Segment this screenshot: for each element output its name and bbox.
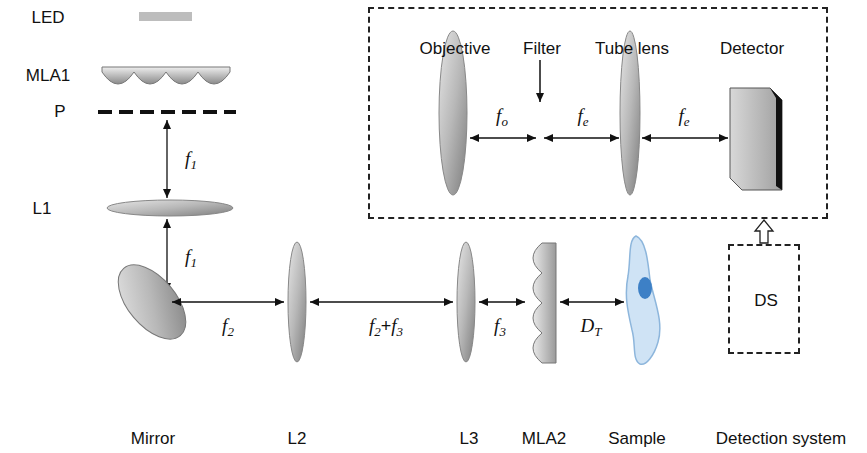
dimension-label: f1 [185, 148, 197, 173]
part-label: MLA1 [26, 66, 70, 86]
dimension-label: fo [496, 105, 508, 130]
dimension-label: f2 [222, 315, 234, 340]
led-source [139, 12, 192, 21]
lens [457, 242, 475, 362]
part-label: L3 [460, 429, 479, 449]
part-label: Sample [608, 429, 666, 449]
dimension-label: f1 [185, 246, 197, 271]
part-label: Tube lens [595, 39, 669, 59]
cell-sample [626, 236, 660, 364]
cell-nucleus [638, 277, 652, 299]
part-label: LED [31, 8, 64, 28]
dimension-label: DT [581, 315, 602, 340]
lens [288, 242, 306, 362]
dimension-label: f3 [494, 315, 506, 340]
ds-box: DS [728, 244, 800, 354]
part-label: Objective [420, 39, 491, 59]
microlens-array [102, 67, 230, 84]
part-label: L1 [33, 199, 52, 219]
lens [107, 200, 233, 216]
microlens-array [533, 243, 556, 363]
part-label: MLA2 [522, 429, 566, 449]
part-label: L2 [288, 429, 307, 449]
pinhole-plane [98, 110, 236, 114]
part-label: P [54, 102, 65, 122]
part-label: Detector [720, 39, 784, 59]
part-label: Detection system [716, 429, 846, 449]
dimension-label: fe [678, 105, 689, 130]
dimension-label: f2+f3 [369, 315, 403, 340]
detection-panel: Objective Filter Tube lens Detector [368, 7, 828, 219]
part-label: DS [754, 291, 778, 311]
hollow-arrow [755, 220, 773, 243]
part-label: Mirror [131, 429, 175, 449]
detector [730, 88, 782, 190]
dimension-label: fe [577, 105, 588, 130]
part-label: Filter [523, 39, 561, 59]
